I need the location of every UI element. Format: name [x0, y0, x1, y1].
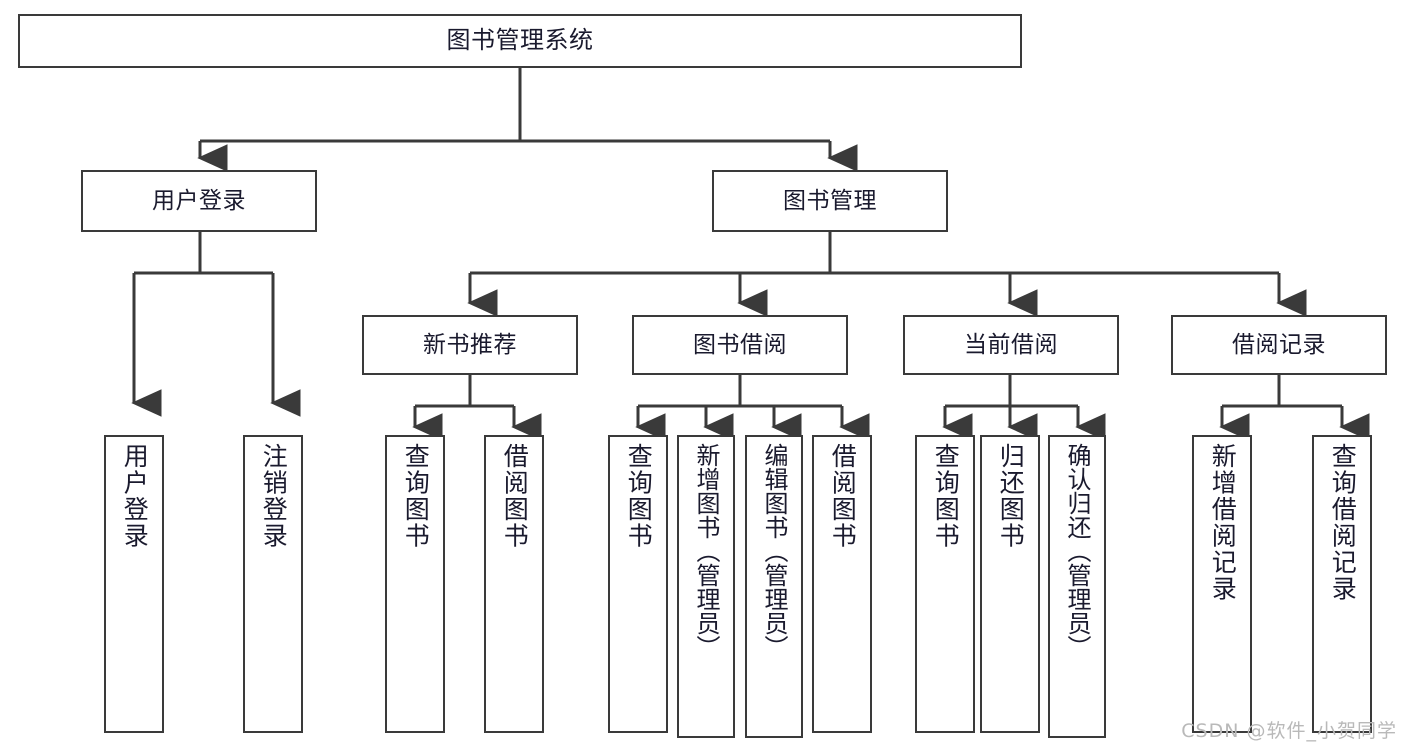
node-leaf-query-book-2[interactable]: 查询图书	[608, 435, 668, 733]
node-leaf-query-record[interactable]: 查询借阅记录	[1312, 435, 1372, 733]
watermark-text: CSDN @软件_小贺同学	[1181, 720, 1397, 742]
node-leaf-user-login[interactable]: 用户登录	[104, 435, 164, 733]
node-label: 图书借阅	[693, 331, 787, 358]
node-label: 确认归还（管理员）	[1063, 443, 1091, 659]
node-leaf-add-book[interactable]: 新增图书（管理员）	[677, 435, 735, 738]
node-label: 新增借阅记录	[1208, 443, 1238, 602]
node-label: 借阅图书	[828, 443, 858, 549]
node-leaf-user-logout[interactable]: 注销登录	[243, 435, 303, 733]
node-new-book-recommend[interactable]: 新书推荐	[362, 315, 578, 375]
node-leaf-add-record[interactable]: 新增借阅记录	[1192, 435, 1252, 733]
node-leaf-confirm-return[interactable]: 确认归还（管理员）	[1048, 435, 1106, 738]
node-label: 图书管理系统	[446, 26, 594, 55]
node-label: 用户登录	[120, 443, 150, 549]
node-label: 用户登录	[152, 187, 246, 214]
node-label: 新增图书（管理员）	[692, 443, 720, 659]
node-leaf-borrow-book-2[interactable]: 借阅图书	[812, 435, 872, 733]
node-label: 借阅记录	[1232, 331, 1326, 358]
node-label: 查询图书	[624, 443, 654, 549]
node-label: 查询图书	[931, 443, 961, 549]
node-leaf-query-book-3[interactable]: 查询图书	[915, 435, 975, 733]
node-borrow-record[interactable]: 借阅记录	[1171, 315, 1387, 375]
node-leaf-query-book-1[interactable]: 查询图书	[385, 435, 445, 733]
node-label: 编辑图书（管理员）	[760, 443, 788, 659]
node-leaf-return-book[interactable]: 归还图书	[980, 435, 1040, 733]
node-leaf-edit-book[interactable]: 编辑图书（管理员）	[745, 435, 803, 738]
node-current-borrow[interactable]: 当前借阅	[903, 315, 1119, 375]
node-label: 当前借阅	[964, 331, 1058, 358]
node-label: 借阅图书	[500, 443, 530, 549]
node-label: 查询图书	[401, 443, 431, 549]
node-root-system[interactable]: 图书管理系统	[18, 14, 1022, 68]
node-leaf-borrow-book-1[interactable]: 借阅图书	[484, 435, 544, 733]
node-label: 注销登录	[259, 443, 289, 549]
node-label: 归还图书	[996, 443, 1026, 549]
node-label: 新书推荐	[423, 331, 517, 358]
node-book-borrow[interactable]: 图书借阅	[632, 315, 848, 375]
node-label: 图书管理	[783, 187, 877, 214]
node-user-login[interactable]: 用户登录	[81, 170, 317, 232]
node-label: 查询借阅记录	[1328, 443, 1358, 602]
node-book-manage[interactable]: 图书管理	[712, 170, 948, 232]
